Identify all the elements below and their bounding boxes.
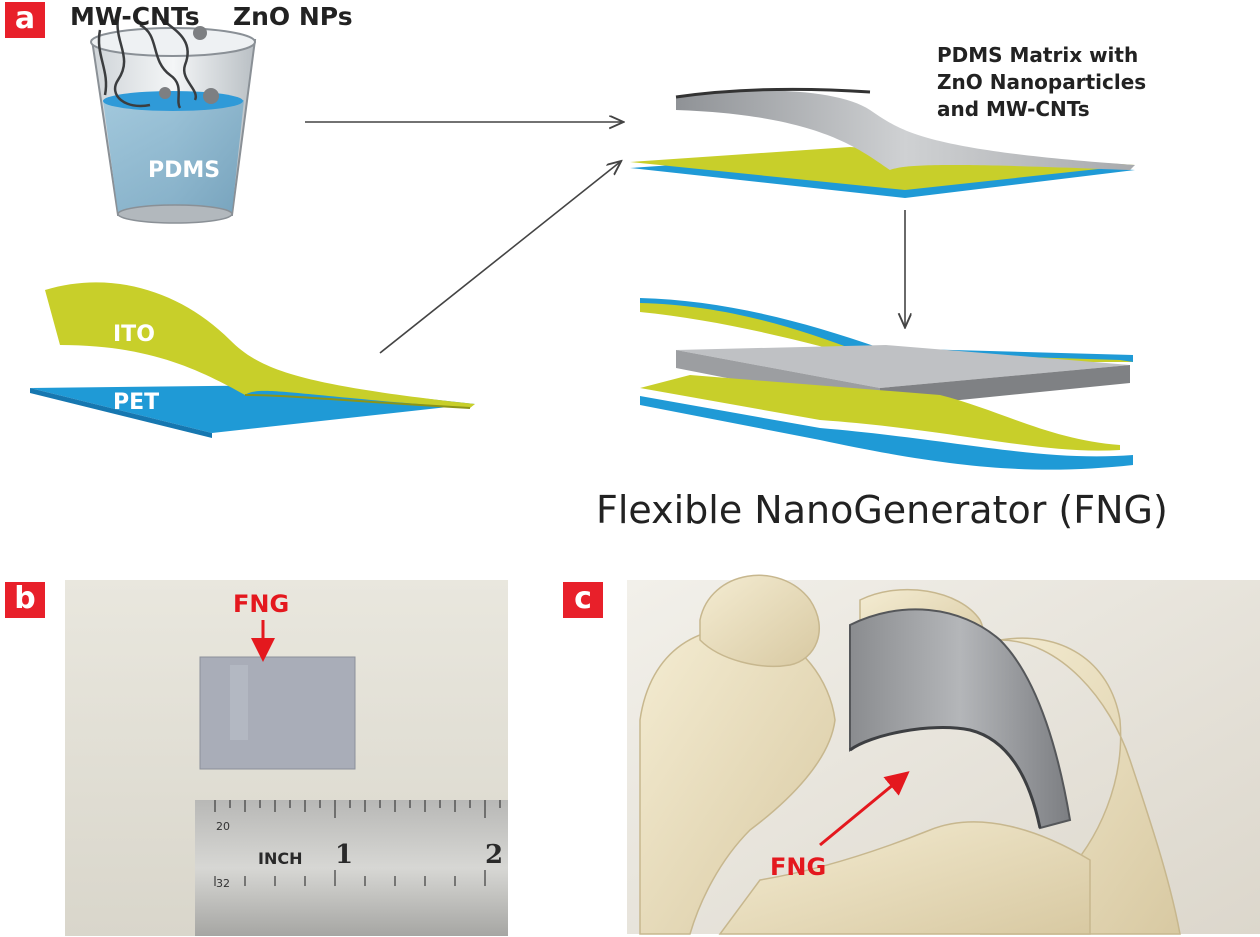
matrix-label-line-3: and MW-CNTs <box>937 97 1090 121</box>
fng-stack <box>640 298 1133 470</box>
ruler-mark-1: 1 <box>335 840 354 870</box>
fng-label-b: FNG <box>233 590 290 618</box>
fng-title: Flexible NanoGenerator (FNG) <box>596 488 1168 532</box>
photo-c <box>627 574 1260 935</box>
ruler-mark-32: 32 <box>216 877 230 890</box>
matrix-label-line-1: PDMS Matrix with <box>937 43 1139 67</box>
arrow-sheet-to-laminate <box>379 162 620 354</box>
fng-arrow-c <box>819 771 910 847</box>
fng-sample-b <box>199 656 356 770</box>
panel-label-a: a <box>5 2 45 38</box>
panel-label-c: c <box>563 582 603 618</box>
steel-ruler <box>195 800 508 936</box>
ito-label: ITO <box>113 322 155 347</box>
ruler-inch-label: INCH <box>258 849 303 868</box>
mwcnt-strands <box>97 9 198 109</box>
matrix-label-line-2: ZnO Nanoparticles <box>937 70 1147 94</box>
ruler-mark-2: 2 <box>485 840 504 870</box>
pdms-label: PDMS <box>148 158 221 183</box>
laminating-layer <box>630 87 1135 198</box>
zno-nps-label: ZnO NPs <box>233 2 353 31</box>
pet-label: PET <box>113 390 160 415</box>
ito-pet-sheet <box>30 282 475 438</box>
ruler-mark-20: 20 <box>216 820 230 833</box>
photo-b <box>65 580 508 936</box>
pdms-beaker <box>90 27 257 224</box>
mwcnts-label: MW-CNTs <box>70 2 200 31</box>
process-arrows <box>305 122 905 354</box>
fng-label-c: FNG <box>770 853 827 881</box>
panel-label-b: b <box>5 582 45 618</box>
zno-nanoparticles <box>159 26 219 104</box>
